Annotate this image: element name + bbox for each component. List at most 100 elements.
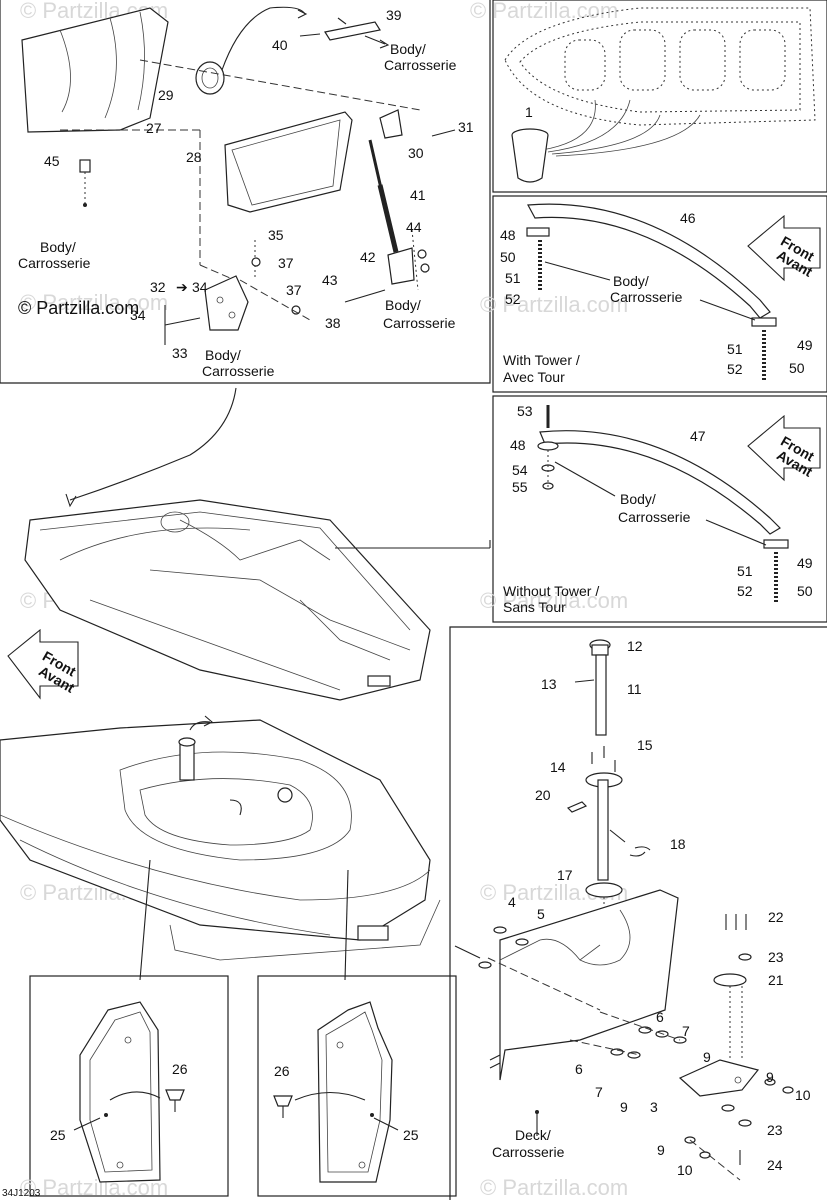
callout-1: 1 (525, 104, 533, 120)
callout-9c: 9 (620, 1099, 628, 1115)
callout-52c: 52 (737, 583, 753, 599)
callout-47: 47 (690, 428, 706, 444)
body-label: Body/ (40, 239, 76, 255)
body-label: Body/ (613, 273, 649, 289)
with-tower-label: With Tower / (503, 352, 580, 368)
callout-35: 35 (268, 227, 284, 243)
boat-outline-dotted (504, 7, 816, 126)
callout-32: 32 (150, 279, 166, 295)
callout-15: 15 (637, 737, 653, 753)
callout-52b: 52 (727, 361, 743, 377)
callout-23: 23 (768, 949, 784, 965)
latch-bracket (324, 21, 381, 41)
callout-21: 21 (768, 972, 784, 988)
callout-54: 54 (512, 462, 528, 478)
callout-7b: 7 (595, 1084, 603, 1100)
callout-18: 18 (670, 836, 686, 852)
callout-50c: 50 (797, 583, 813, 599)
carrosserie-label: Carrosserie (202, 363, 275, 379)
callout-25b: 25 (403, 1127, 419, 1143)
callout-33: 33 (172, 345, 188, 361)
body-label: Body/ (390, 41, 426, 57)
callout-14: 14 (550, 759, 566, 775)
carrosserie-label: Carrosserie (383, 315, 456, 331)
grab-handle-46 (527, 203, 771, 319)
callout-27: 27 (146, 120, 162, 136)
callout-10b: 10 (677, 1162, 693, 1178)
callout-41: 41 (410, 187, 426, 203)
deck-surface (0, 719, 431, 941)
carrosserie-label: Carrosserie (492, 1144, 565, 1160)
callout-4: 4 (508, 894, 516, 910)
carrosserie-label: Carrosserie (384, 57, 457, 73)
avec-tour-label: Avec Tour (503, 369, 565, 385)
cup-holder-panel: 1 (504, 7, 816, 183)
callout-25: 25 (50, 1127, 66, 1143)
callout-38: 38 (325, 315, 341, 331)
callout-6: 6 (656, 1009, 664, 1025)
callout-37b: 37 (286, 282, 302, 298)
callout-11: 11 (627, 681, 642, 697)
pole-assembly-panel: 12 13 11 15 14 20 18 17 4 5 22 23 21 6 7… (454, 638, 811, 1181)
callout-40: 40 (272, 37, 288, 53)
callout-37: 37 (278, 255, 294, 271)
callout-46: 46 (680, 210, 696, 226)
callout-32-arrow: ➔ (176, 279, 188, 295)
carrosserie-label: Carrosserie (18, 255, 91, 271)
front-arrow (747, 414, 821, 482)
watermark: © Partzilla.com (480, 292, 628, 317)
callout-28: 28 (186, 149, 202, 165)
callout-6b: 6 (575, 1061, 583, 1077)
top-left-panel: 39 40 Body/ Carrosserie 29 27 31 30 28 4… (18, 6, 474, 379)
callout-39: 39 (386, 7, 402, 23)
deck-plate (499, 889, 679, 1081)
gasket-frame (224, 111, 353, 213)
callout-26: 26 (172, 1061, 188, 1077)
carrosserie-label: Carrosserie (610, 289, 683, 305)
front-arrow (747, 214, 821, 282)
callout-49b: 49 (797, 555, 813, 571)
callout-26b: 26 (274, 1063, 290, 1079)
blower-part (195, 61, 225, 95)
callout-3: 3 (650, 1099, 658, 1115)
callout-34: 34 (192, 279, 208, 295)
carrosserie-label: Carrosserie (618, 509, 691, 525)
diagram-code: 34J1203 (2, 1188, 41, 1199)
body-label: Body/ (620, 491, 656, 507)
watermark: © Partzilla.com (470, 0, 618, 23)
without-tower-panel: 53 47 48 Front Avant 54 55 Body/ Carross… (503, 403, 821, 615)
front-arrow (7, 628, 79, 700)
deck-illustration (0, 715, 441, 981)
callout-30: 30 (408, 145, 424, 161)
grab-handle-47 (539, 430, 781, 535)
left-inset: 26 25 (50, 1001, 188, 1183)
hinge-bracket (204, 275, 249, 331)
callout-9b: 9 (766, 1069, 774, 1085)
callout-53: 53 (517, 403, 533, 419)
callout-50b: 50 (789, 360, 805, 376)
callout-34b: 34 (130, 307, 146, 323)
callout-48b: 48 (510, 437, 526, 453)
body-label: Body/ (205, 347, 241, 363)
support-bracket (678, 1059, 760, 1097)
callout-43: 43 (322, 272, 338, 288)
watermark: © Partzilla.com (20, 290, 168, 315)
watermark: © Partzilla.com (480, 588, 628, 613)
callout-13: 13 (541, 676, 557, 692)
callout-5: 5 (537, 906, 545, 922)
callout-31: 31 (458, 119, 474, 135)
callout-45: 45 (44, 153, 60, 169)
callout-17: 17 (557, 867, 573, 883)
callout-51: 51 (505, 270, 521, 286)
without-tower-label: Without Tower / (503, 583, 599, 599)
watermark: © Partzilla.com (480, 1175, 628, 1200)
callout-29: 29 (158, 87, 174, 103)
sans-tour-label: Sans Tour (503, 599, 566, 615)
callout-12: 12 (627, 638, 643, 654)
callout-9: 9 (703, 1049, 711, 1065)
copyright-text: © Partzilla.com (18, 298, 139, 318)
callout-50: 50 (500, 249, 516, 265)
callout-55: 55 (512, 479, 528, 495)
